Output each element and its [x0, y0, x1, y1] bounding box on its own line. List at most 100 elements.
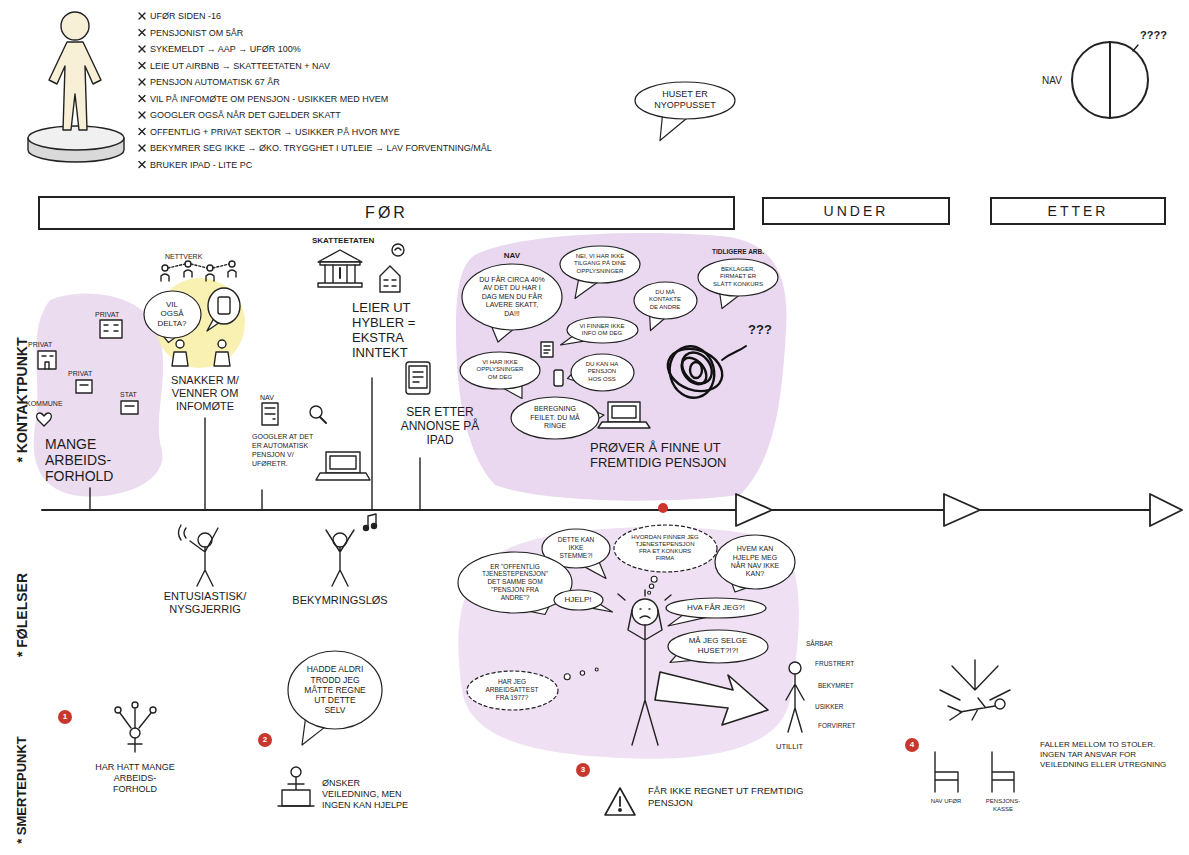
thought-dot: [580, 670, 584, 674]
speech-bubble: BEREGNING FEILET. DU MÅ RINGE: [510, 396, 600, 440]
icon-label: SKATTEETATEN: [312, 236, 374, 246]
speech-bubble: NAVDU FÅR CIRCA 40% AV DET DU HAR I DAG …: [461, 263, 563, 331]
thought-dot: [564, 673, 570, 679]
thought-dot: [649, 583, 653, 587]
speech-bubble: NEI, VI HAR IKKE TILGANG PÅ DINE OPPLYSN…: [559, 245, 641, 284]
laptop-icon: [330, 456, 356, 469]
callout-dot: [58, 710, 919, 777]
chair-icon: [935, 752, 958, 792]
house-icon: [384, 280, 396, 286]
touchpoint-text: GOOGLER AT DET ER AUTOMATISK PENSJON V/ …: [252, 432, 316, 468]
falling-figure: [995, 699, 1005, 709]
bubble-text: BEREGNING FEILET. DU MÅ RINGE: [526, 405, 584, 430]
phase-bar: FØR: [38, 196, 735, 230]
persona-figure: [49, 42, 101, 130]
bubble-outline: [467, 671, 558, 710]
bubble-heading: NAV: [461, 251, 563, 261]
persona-note: VIL PÅ INFOMØTE OM PENSJON - USIKKER MED…: [150, 93, 388, 105]
timeline: [736, 494, 772, 526]
stressed-figure: [628, 610, 662, 745]
speech-bubble: DU KAN HA PENSJON HOS OSS: [570, 353, 635, 392]
confusion-scribble: [662, 342, 728, 399]
house-icon: [380, 266, 400, 292]
bubble-text: BEKLAGER, FIRMAET ER SLÅTT KONKURS: [712, 266, 764, 288]
bubble-outline: [460, 352, 540, 389]
persona-figure: [28, 126, 124, 150]
enthusiastic-figure: [179, 525, 187, 540]
speech-bubble: HVA FÅR JEG?!: [665, 597, 767, 619]
icon-label: PRIVAT: [28, 340, 52, 349]
search-icon: [320, 417, 326, 423]
bubble-text: HVORDAN FINNER JEG TJENESTEPENSJON FRA E…: [631, 534, 699, 563]
laptop-person-icon: [282, 790, 310, 806]
persona-note: LEIE UT AIRBNB → SKATTEETATEN + NAV: [150, 60, 330, 72]
pie-chart: [1072, 42, 1148, 118]
search-icon: [310, 406, 326, 423]
carefree-figure: [368, 514, 376, 528]
touchpoint-text: SER ETTER ANNONSE PÅ IPAD: [400, 405, 480, 447]
icon-label: NAV UFØR: [924, 797, 968, 805]
confusion-mark: ???: [748, 322, 772, 338]
persona-note: UFØR SIDEN -16: [150, 10, 221, 22]
enthusiastic-figure: [198, 533, 212, 547]
speech-bubble: HADDE ALDRI TRODD JEG MÅTTE REGNE UT DET…: [287, 650, 383, 730]
speech-bubble: VI HAR IKKE OPPLYSNINGER OM DEG: [459, 351, 541, 390]
warning-icon: [605, 788, 635, 815]
bubble-text: HAR JEG ARBEIDSATTEST FRA 1977?: [482, 678, 542, 701]
many-jobs-icon: [115, 707, 121, 713]
bubble-text: DU MÅ KONTAKTE DE ANDRE: [645, 289, 685, 311]
warning-icon: [605, 788, 635, 815]
callout-number: 3: [577, 765, 589, 775]
bank-icon: [318, 250, 362, 262]
stressed-figure: [618, 590, 671, 745]
many-jobs-icon: [132, 702, 138, 708]
emotion-word: FORVIRRET: [818, 722, 855, 730]
phase-bar: UNDER: [762, 197, 950, 225]
bubble-text: HUSET ER NYOPPUSSET: [652, 89, 718, 111]
pain-text: ØNSKER VEILEDNING, MEN INGEN KAN HJELPE: [322, 778, 412, 811]
bubble-text: ER "OFFENTLIG TJENESTEPENSJON" DET SAMME…: [477, 563, 553, 602]
bubble-text: VI FINNER IKKE INFO OM DEG: [579, 323, 625, 337]
building-icon: [100, 320, 122, 338]
laptop-icon: [612, 406, 636, 418]
house-icon: [380, 244, 404, 292]
tablet-icon: [406, 362, 430, 394]
purple-region: [456, 233, 786, 501]
bubble-heading: TIDLIGERE ARB.: [697, 248, 779, 256]
timeline: [42, 509, 1160, 511]
phone-icon: [554, 370, 563, 386]
laptop-person-icon: [278, 767, 314, 806]
pie-chart: [1072, 42, 1148, 118]
speech-bubble: DU MÅ KONTAKTE DE ANDRE: [633, 281, 698, 320]
building-icon: [80, 384, 88, 385]
timeline: [658, 503, 668, 513]
network-icon: [207, 265, 213, 271]
building-icon: [121, 401, 138, 414]
callout-dot: [258, 733, 272, 747]
bubble-outline: [614, 525, 717, 572]
device-bubble: [207, 288, 240, 331]
bubble-text: MÅ JEG SELGE HUSET?!?!: [685, 636, 751, 655]
timeline: [42, 494, 1182, 526]
row-heading: * SMERTEPUNKT: [14, 690, 30, 855]
building-icon: [42, 356, 53, 369]
bubble-outline: [668, 630, 768, 663]
person-icon: [172, 340, 230, 366]
callout-number: 2: [259, 735, 271, 745]
phase-label: FØR: [365, 204, 408, 222]
pie-chart: [1109, 42, 1111, 118]
purple-region: [34, 233, 799, 759]
persona-figure: [28, 12, 124, 162]
pie-label: ????: [1140, 28, 1167, 42]
phase-label: ETTER: [1048, 203, 1109, 219]
icon-label: PENSJONS-KASSE: [981, 797, 1025, 813]
stressed-figure: [618, 590, 671, 600]
many-jobs-icon: [115, 702, 156, 752]
building-icon: [38, 351, 56, 369]
tablet-icon: [409, 366, 427, 388]
network-icon: [229, 261, 235, 267]
bubble-text: HADDE ALDRI TRODD JEG MÅTTE REGNE UT DET…: [304, 664, 366, 715]
stressed-figure: [640, 609, 650, 618]
speech-bubble: TIDLIGERE ARB.BEKLAGER, FIRMAET ER SLÅTT…: [697, 258, 779, 297]
purple-region: [34, 294, 163, 497]
